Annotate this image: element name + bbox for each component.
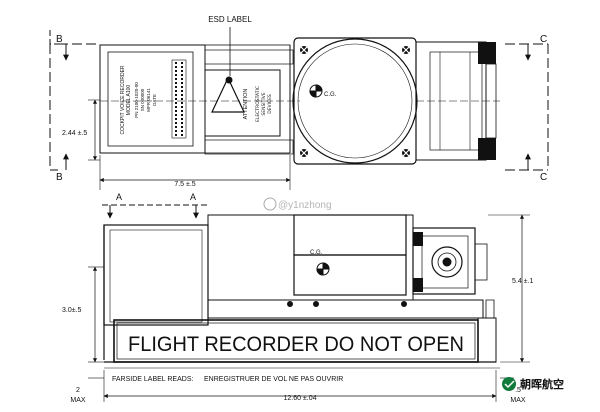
right-max-unit: MAX <box>510 397 526 404</box>
esd-dot-icon <box>225 76 233 84</box>
dim-height-right <box>488 214 530 363</box>
esd-label-box <box>204 69 281 137</box>
section-a-right-label: A <box>190 192 196 202</box>
nameplate-line-4: SN 000000 <box>140 88 145 111</box>
esd-text-1: ELECTROSTATIC <box>255 86 261 122</box>
nameplate-line-6: DATE <box>152 94 157 106</box>
watermark-text: @y1nzhong <box>278 200 332 211</box>
watermark: @y1nzhong <box>263 197 332 211</box>
left-max-unit: MAX <box>70 397 86 404</box>
dim-width-top <box>99 155 291 190</box>
side-view <box>88 214 530 402</box>
cg-top-label: C.G. <box>324 92 337 98</box>
dim-length-label: 12.60 ±.04 <box>283 395 316 402</box>
top-view <box>49 27 549 190</box>
nameplate-line-2: MODEL A100 <box>126 85 132 116</box>
esd-text-2: SENSITIVE <box>261 92 267 115</box>
banner-text: FLIGHT RECORDER DO NOT OPEN <box>128 333 464 356</box>
farside-label: FARSIDE LABEL READS: <box>112 376 193 383</box>
dim-height-top <box>88 99 100 161</box>
section-b-bottom-label: B <box>56 172 63 183</box>
cg-bottom-label: C.G. <box>310 250 323 256</box>
nameplate-line-1: COCKPIT VOICE RECORDER <box>120 65 126 134</box>
dim-height-right-label: 5.4 ±.1 <box>512 278 533 285</box>
mounting-bracket <box>103 224 209 326</box>
nameplate-line-3: PN 2100-1020-00 <box>134 82 139 118</box>
connector-pins <box>171 59 187 139</box>
section-c-bottom-label: C <box>540 172 547 183</box>
dim-height-side-label: 3.0±.5 <box>62 307 82 314</box>
right-max-value: .5 <box>515 387 521 394</box>
esd-text-3: DEVICES <box>267 94 273 114</box>
esd-warning-triangle-icon <box>211 76 245 113</box>
left-max-value: 2 <box>76 387 80 394</box>
section-b-top-label: B <box>56 34 63 45</box>
dim-height-side <box>88 266 104 363</box>
connector-module <box>412 227 488 295</box>
esd-label-text: ESD LABEL <box>208 15 252 24</box>
section-b-line <box>49 30 100 171</box>
nameplate-line-5: MFR 06141 <box>146 88 151 112</box>
section-c-line <box>505 43 549 171</box>
section-a-left-label: A <box>116 192 122 202</box>
beacon-unit <box>292 37 418 165</box>
dim-length <box>103 370 497 402</box>
dim-height-top-label: 2.44 ±.5 <box>62 130 87 137</box>
esd-attention-text: ATTENTION <box>243 89 249 120</box>
right-hardware <box>415 41 500 161</box>
dim-width-top-label: 7.5 ±.5 <box>174 181 195 188</box>
section-c-top-label: C <box>540 34 547 45</box>
recorder-body <box>207 214 414 301</box>
farside-text: ENREGISTRUER DE VOL NE PAS OUVRIR <box>204 376 343 383</box>
brand-logo: 朝晖航空 <box>502 377 564 391</box>
brand-text: 朝晖航空 <box>520 377 564 391</box>
